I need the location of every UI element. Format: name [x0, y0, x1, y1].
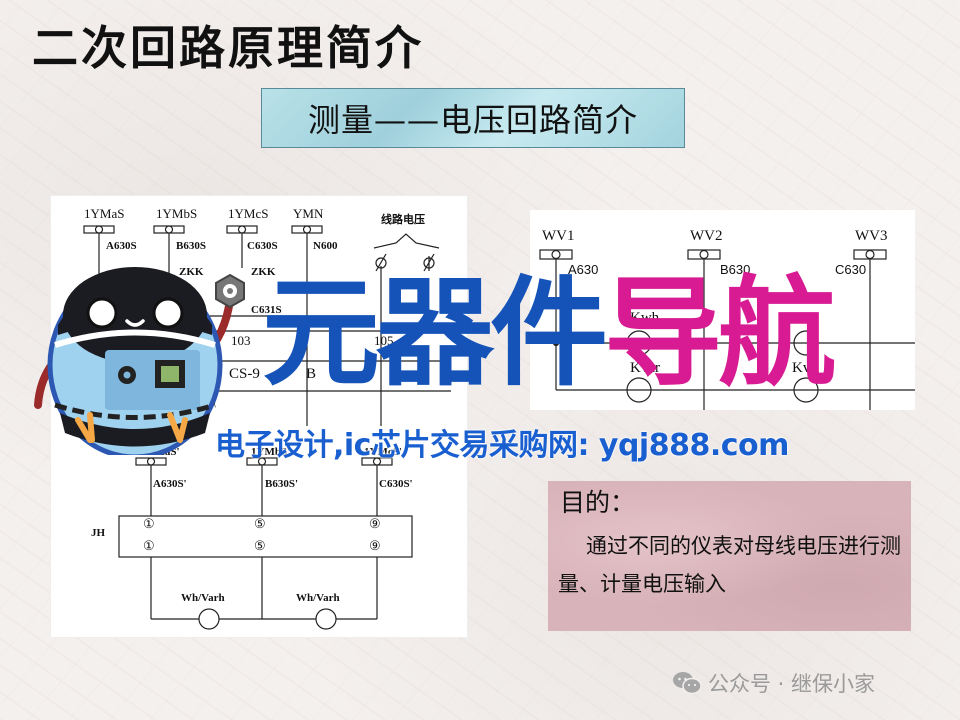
wechat-icon — [673, 672, 702, 695]
voltage-circuit-diagram-right: WV1 WV2 WV3 A630 B630 C630 Kwh Kvar Kw K… — [530, 210, 915, 410]
wire-label: A630S' — [153, 478, 187, 490]
wire-label: B630S — [176, 240, 206, 252]
terminal-label: WV3 — [855, 228, 888, 244]
wire-label: B630S' — [265, 478, 299, 490]
terminal-label: 1YMaS — [84, 206, 125, 221]
jh-terminal: ⑤ — [254, 516, 266, 531]
mid-label: 105 — [374, 333, 394, 348]
footer-account: 公众号 · 继保小家 — [672, 668, 875, 698]
subtitle-text: 测量——电压回路简介 — [307, 101, 638, 139]
terminal-label: 1YMbS' — [251, 446, 291, 458]
wire-label: C630S' — [379, 478, 413, 490]
terminal-label: 1YMcS' — [364, 446, 402, 458]
jh-label: JH — [91, 527, 106, 539]
subtitle-box: 测量——电压回路简介 — [261, 88, 685, 148]
robot-mascot-icon — [34, 267, 245, 455]
mid-label: C631S — [251, 304, 282, 316]
terminal-label: 1YMbS — [156, 206, 198, 221]
schematic-lines — [83, 225, 451, 630]
jh-terminal: ⑤ — [254, 538, 266, 553]
wire-label: A630S — [106, 240, 137, 252]
watermark-url: 电子设计,ic芯片交易采购网: yqj888.com — [215, 428, 789, 463]
terminal-label: YMN — [293, 206, 324, 221]
purpose-title: 目的： — [560, 488, 636, 517]
meter-label: Kvar — [630, 360, 660, 376]
watermark-brand-blue: 元器件 — [262, 264, 608, 402]
footer-text: 公众号 · 继保小家 — [708, 672, 876, 696]
watermark-brand: 元器件导航 — [262, 268, 836, 398]
terminal-label: WV2 — [690, 228, 723, 244]
purpose-text: 通过不同的仪表对母线电压进行测量、计量电压输入 — [558, 534, 901, 596]
meter-label: Kw — [792, 310, 814, 326]
line-voltage-label: 线路电压 — [381, 214, 425, 226]
jh-terminal: ① — [143, 538, 155, 553]
mid-label: B — [306, 366, 317, 382]
wire-label: C630 — [835, 262, 867, 277]
slide-title: 二次回路原理简介 — [32, 21, 424, 75]
jh-terminal: ⑨ — [369, 516, 381, 531]
wire-label: B630 — [720, 262, 751, 277]
meter-label: Kwh — [630, 310, 660, 326]
meter-label: Wh/Varh — [296, 592, 340, 604]
wire-label: C630S — [247, 240, 278, 252]
mid-label: 103 — [231, 333, 251, 348]
jh-terminal: ⑨ — [369, 538, 381, 553]
mid-label: CS-9 — [229, 366, 260, 382]
meter-label: Wh/Varh — [181, 592, 225, 604]
terminal-label: WV1 — [542, 228, 575, 244]
switch-label: ZKK — [179, 266, 204, 278]
wire-label: N600 — [313, 240, 338, 252]
meter-label: Kv — [792, 360, 811, 376]
wire-label: A630 — [568, 262, 599, 277]
switch-label: ZKK — [251, 266, 276, 278]
terminal-label: 1YMcS — [228, 206, 269, 221]
jh-terminal: ① — [143, 516, 155, 531]
schematic-lines — [539, 249, 915, 410]
purpose-box: 目的： 通过不同的仪表对母线电压进行测量、计量电压输入 — [548, 481, 911, 631]
watermark-brand-pink: 导航 — [604, 264, 836, 402]
